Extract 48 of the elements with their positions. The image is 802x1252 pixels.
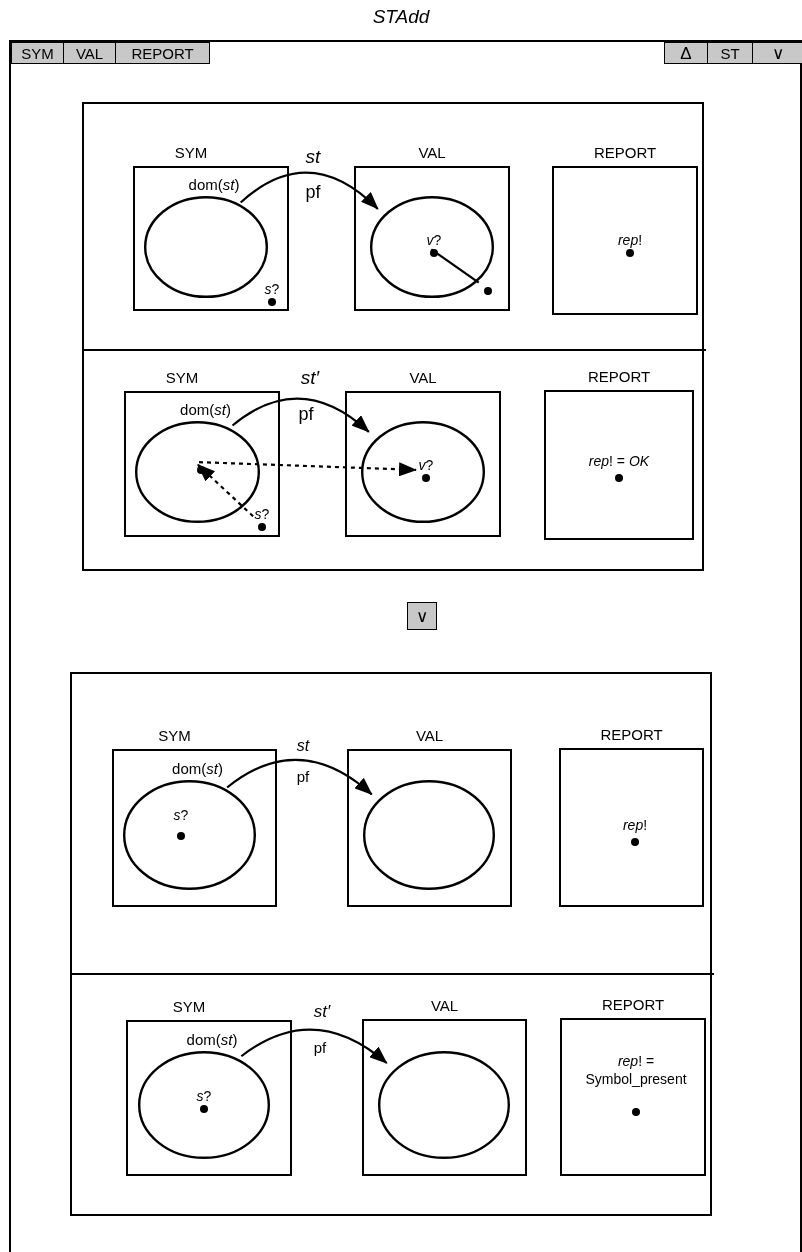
arrow [226,758,373,796]
schema-tab: SYM [11,42,64,64]
set-name: VAL [418,144,446,161]
schema-tab: VAL [63,42,116,64]
variable-label: v? [426,231,442,249]
arrow [239,171,379,210]
schema-box [70,672,712,1216]
schema-tab: REPORT [115,42,210,64]
set-name: SYM [172,998,206,1015]
set-label: dom(st) [186,1031,238,1048]
element-dot [484,287,492,295]
variable-label: rep! [622,816,648,834]
set-name: VAL [415,727,444,744]
schema-box [82,102,704,571]
schema-tab: Δ [664,42,708,64]
set-label: dom(st) [180,401,231,418]
set-name: SYM [165,369,199,386]
set-name: SYM [174,144,208,161]
variable-label: s? [254,505,270,523]
schema-tab: ∨ [752,42,802,64]
schema-frame [9,40,802,1252]
variable-label: rep! [617,231,643,249]
relation-label: pf [298,404,314,424]
variable-label: rep! = OK [588,452,650,470]
relation-label: pf [296,767,310,787]
schema-title: STAdd [372,6,430,27]
set-name: SYM [158,727,191,744]
arrow [240,1028,388,1064]
set-name: REPORT [600,726,663,743]
variable-label: s? [264,280,280,298]
variable-label: s? [173,806,189,824]
variable-label: rep! = Symbol_present [584,1052,688,1088]
relation-label: pf [313,1038,327,1058]
set-name: VAL [409,369,437,386]
set-name: VAL [430,997,459,1014]
schema-tab: ∨ [407,602,437,630]
set-name: REPORT [601,996,665,1013]
variable-label: s? [196,1087,212,1105]
set-label: dom(st) [188,176,240,193]
arrow [198,461,417,477]
element-dot [197,466,205,474]
set-label: dom(st) [172,760,223,777]
variable-label: v? [418,456,434,474]
set-name: REPORT [587,368,651,385]
set-name: REPORT [593,144,657,161]
relation-label: pf [305,182,321,202]
arrow [231,397,370,433]
schema-tab: ST [707,42,753,64]
